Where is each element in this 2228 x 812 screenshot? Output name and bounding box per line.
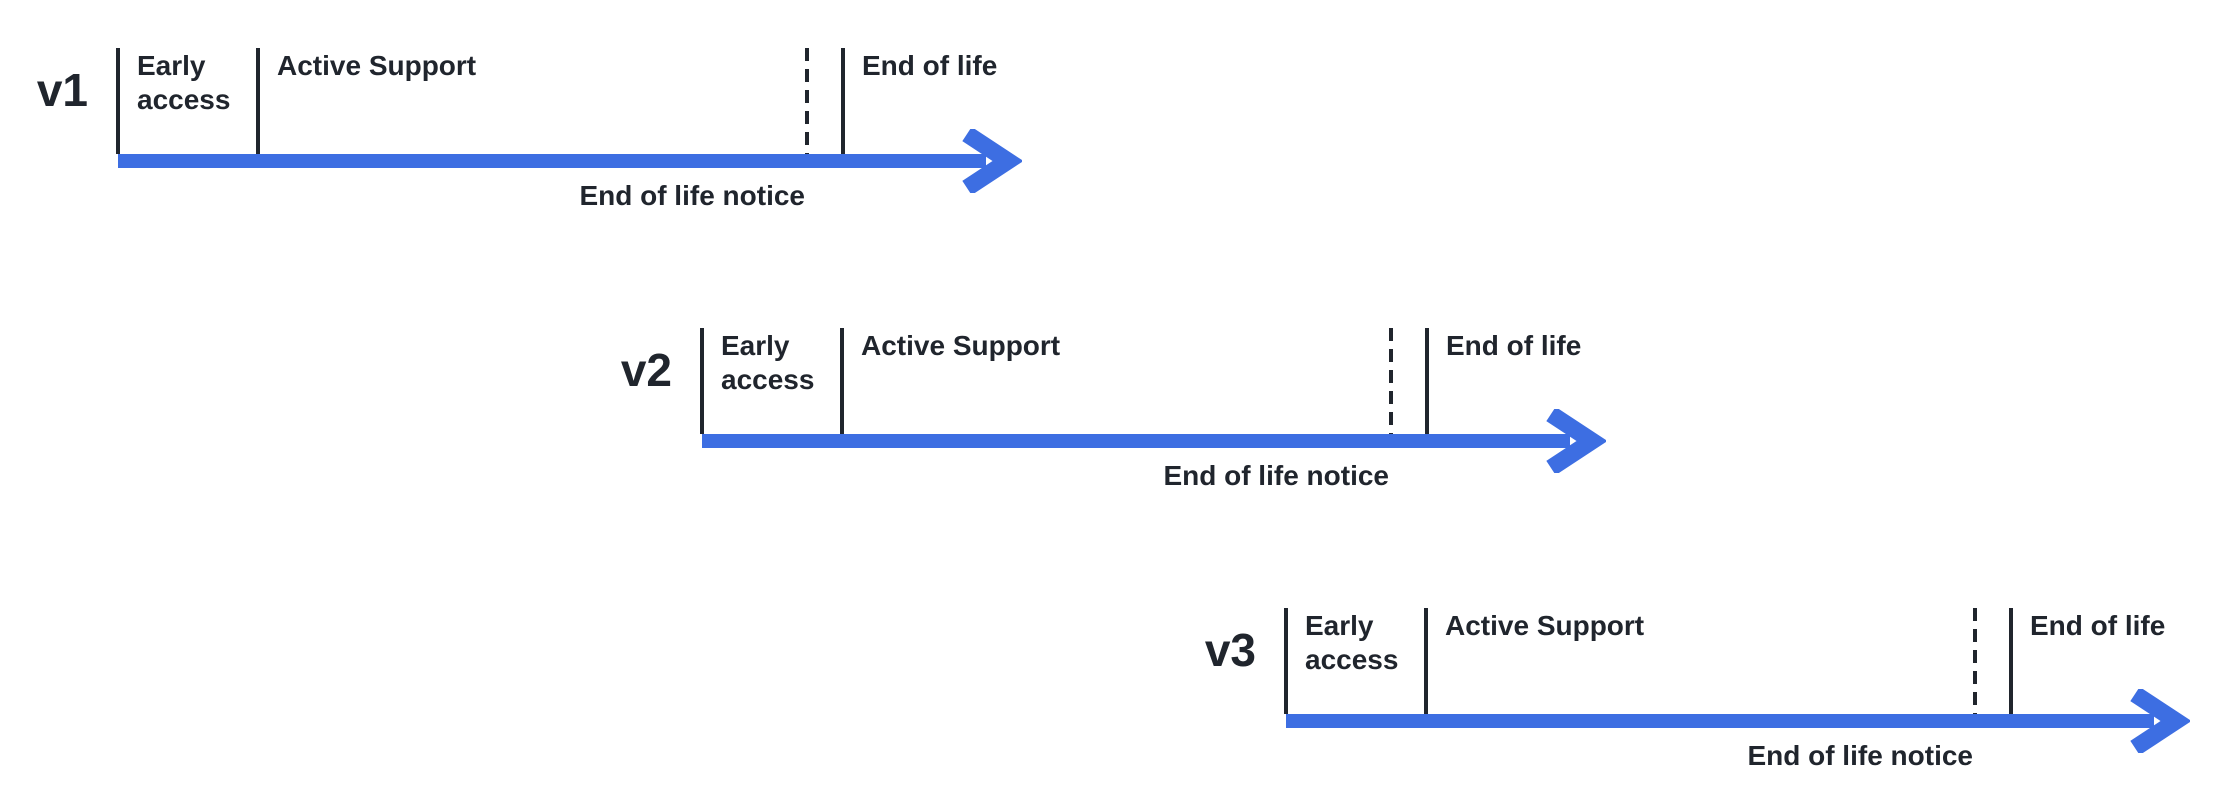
timeline-row-v3: v3 Early access Active Support End of li…: [1205, 608, 2228, 778]
version-label: v1: [36, 64, 88, 116]
end-of-life-label: End of life: [2030, 610, 2166, 641]
end-of-life-notice-label: End of life notice: [579, 180, 805, 211]
timeline-row-v2: v2 Early access Active Support End of li…: [621, 328, 1792, 498]
active-support-label: Active Support: [277, 50, 477, 81]
end-of-life-tick: [2009, 608, 2013, 714]
early-access-label: Early access: [721, 330, 815, 395]
timeline-arrow: [1286, 689, 2190, 753]
timeline-arrow: [118, 129, 1022, 193]
end-of-life-notice-dashed-tick: [1389, 328, 1393, 434]
early-access-label: Early access: [137, 50, 231, 115]
end-of-life-label: End of life: [1446, 330, 1582, 361]
early-access-start-tick: [700, 328, 704, 434]
active-support-label: Active Support: [1445, 610, 1645, 641]
active-support-label: Active Support: [861, 330, 1061, 361]
end-of-life-tick: [841, 48, 845, 154]
early-access-start-tick: [1284, 608, 1288, 714]
active-support-start-tick: [1424, 608, 1428, 714]
version-label: v2: [620, 344, 672, 396]
early-access-label: Early access: [1305, 610, 1399, 675]
timeline-arrowhead-icon: [1546, 409, 1606, 473]
timeline-arrowhead-icon: [2130, 689, 2190, 753]
active-support-start-tick: [840, 328, 844, 434]
end-of-life-tick: [1425, 328, 1429, 434]
end-of-life-notice-label: End of life notice: [1747, 740, 1973, 771]
end-of-life-notice-dashed-tick: [805, 48, 809, 154]
timeline-row-v1: v1 Early access Active Support End of li…: [37, 48, 1208, 218]
timeline-arrow: [702, 409, 1606, 473]
active-support-start-tick: [256, 48, 260, 154]
end-of-life-label: End of life: [862, 50, 998, 81]
version-label: v3: [1204, 624, 1256, 676]
end-of-life-notice-dashed-tick: [1973, 608, 1977, 714]
end-of-life-notice-label: End of life notice: [1163, 460, 1389, 491]
timeline-arrowhead-icon: [962, 129, 1022, 193]
early-access-start-tick: [116, 48, 120, 154]
